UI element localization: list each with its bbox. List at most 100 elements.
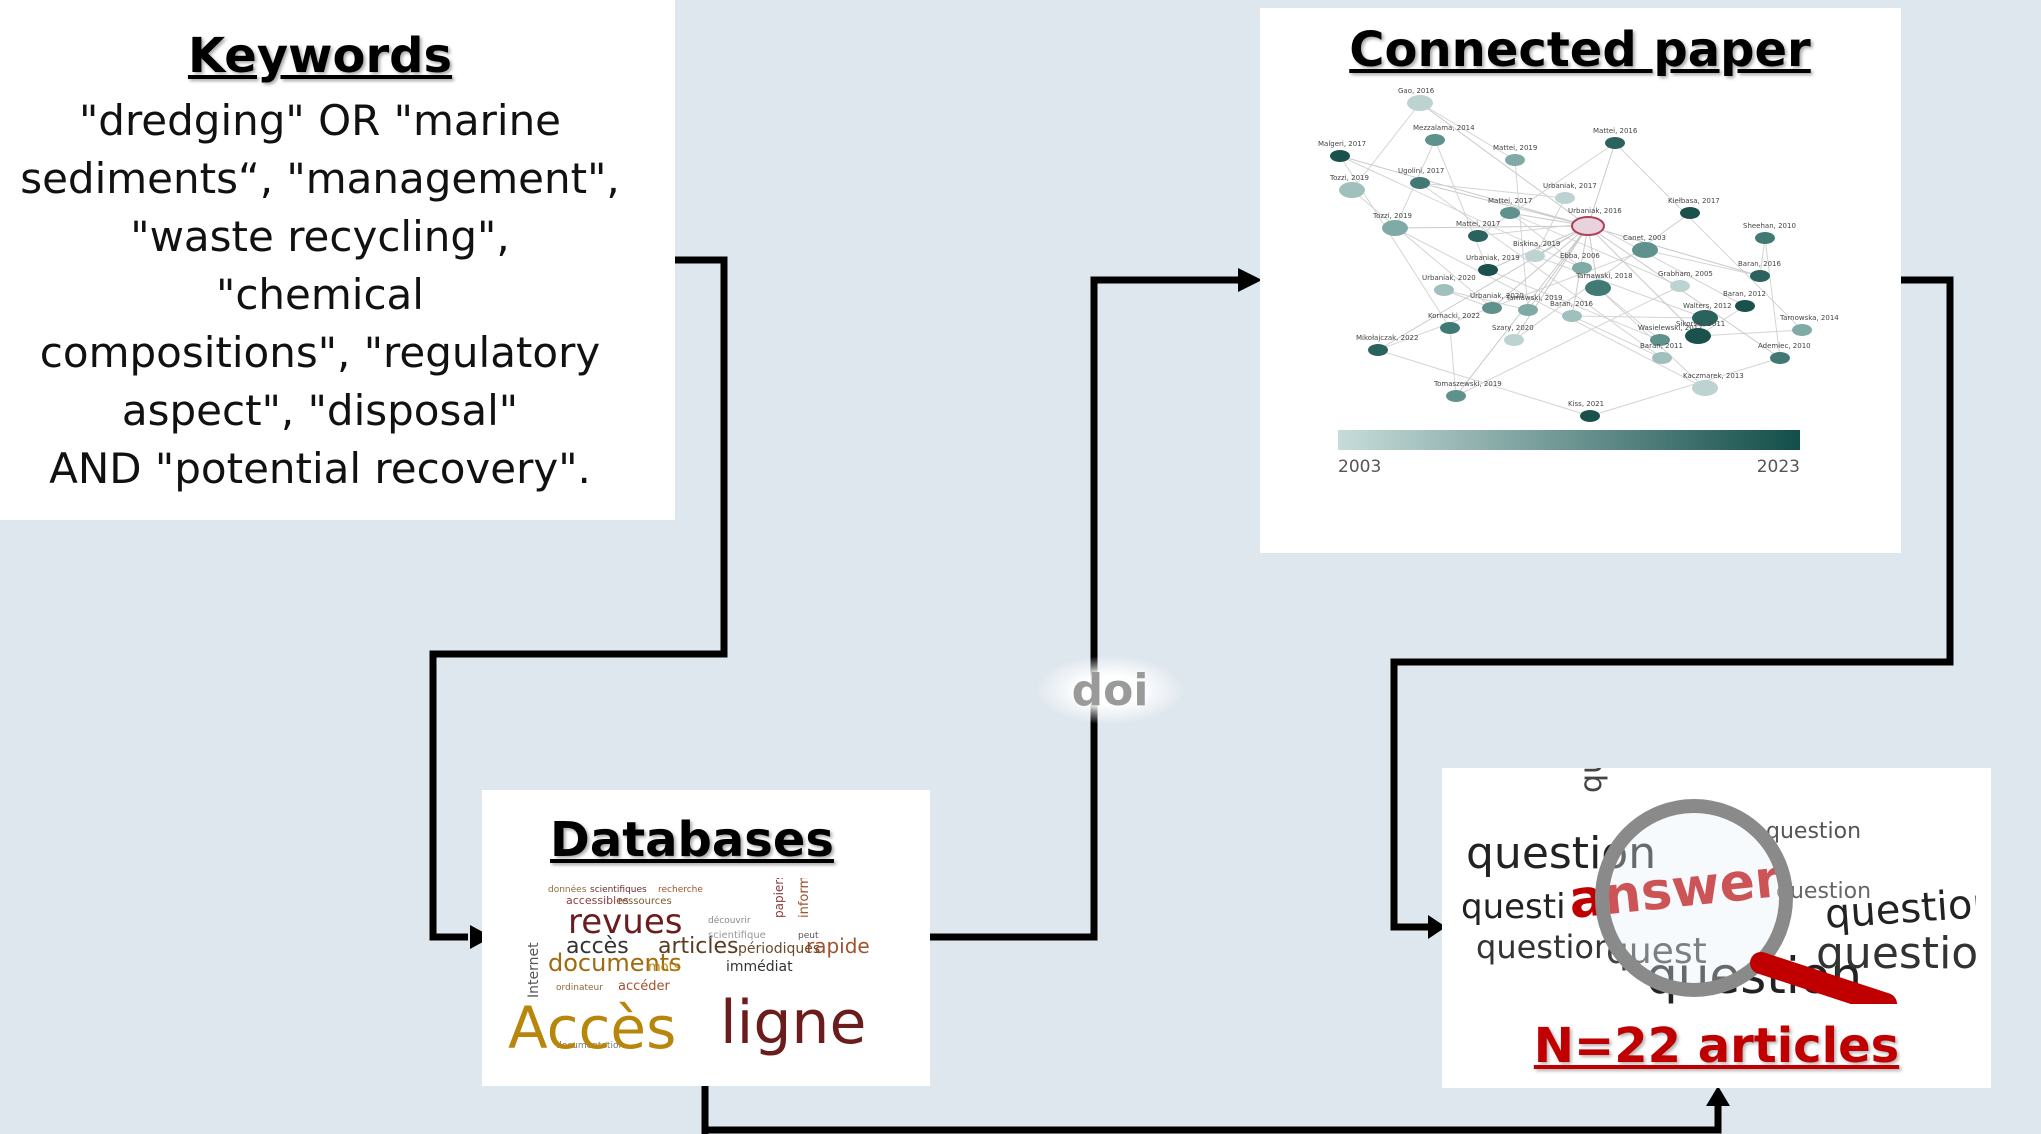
network-edge: [1527, 225, 1589, 311]
arrow-keywords-to-databases: [429, 256, 728, 941]
network-node-label: Mattei, 2017: [1456, 220, 1500, 228]
network-node-label: Tomaszewski, 2019: [1433, 380, 1502, 388]
word-cloud-word: peut: [798, 931, 819, 941]
network-node-label: Mattei, 2019: [1493, 144, 1537, 152]
network-edge: [1419, 102, 1589, 227]
network-node: [1750, 270, 1770, 282]
network-edge: [1419, 182, 1663, 359]
word-cloud-word: revues: [568, 902, 682, 942]
word-cloud-word: accès: [566, 934, 629, 959]
keywords-line: "dredging" OR "marine: [78, 96, 562, 145]
network-node: [1735, 300, 1755, 312]
network-edge: [1587, 142, 1616, 227]
keywords-line: "waste recycling", "chemical: [130, 212, 510, 319]
word-cloud-word: données: [548, 884, 587, 895]
year-scale-bar: [1338, 430, 1800, 450]
network-node-label: Grabham, 2005: [1658, 270, 1713, 278]
network-node-label: Canet, 2003: [1623, 234, 1666, 242]
answer-box: questionquestiquestiquestionquestionansw…: [1442, 768, 1991, 1088]
word-cloud-word: découvrir: [708, 915, 751, 926]
network-node: [1500, 207, 1520, 219]
network-node: [1680, 207, 1700, 219]
network-edge: [1487, 269, 1661, 341]
word-cloud-word: documents: [548, 949, 682, 977]
network-node: [1692, 380, 1718, 396]
network-node-label: Szary, 2020: [1492, 324, 1534, 332]
network-node: [1585, 280, 1611, 296]
network-node-label: Baran, 2012: [1723, 290, 1766, 298]
word-cloud-word: accéder: [618, 979, 671, 994]
network-node-label: Biskina, 2019: [1513, 240, 1560, 248]
network-edge: [1509, 212, 1583, 269]
word-cloud-word: documentation: [556, 1041, 624, 1051]
network-node-label: Wasielewski, 2017: [1638, 324, 1703, 332]
word-cloud-word: scientifique: [708, 930, 766, 941]
network-node: [1518, 304, 1538, 316]
network-node: [1632, 242, 1658, 258]
network-edge: [1513, 212, 1691, 341]
question-word: question: [1476, 928, 1614, 966]
word-cloud-word: Internet: [526, 942, 542, 998]
word-cloud-word: rapide: [806, 934, 870, 958]
network-edge: [1377, 349, 1591, 417]
network-node-label: Urbaniak, 2020: [1422, 274, 1476, 282]
network-edge: [1614, 142, 1803, 331]
network-edge: [1449, 327, 1457, 397]
network-edge: [1514, 159, 1529, 311]
network-edge: [1697, 329, 1803, 337]
network-edge: [1351, 189, 1493, 309]
network-edge: [1394, 227, 1706, 389]
network-node: [1504, 334, 1524, 346]
magnifier-lens: [1595, 799, 1793, 997]
network-node: [1572, 262, 1592, 274]
network-edge: [1339, 155, 1583, 269]
network-node: [1446, 390, 1466, 402]
network-node: [1440, 322, 1460, 334]
word-cloud-word: immédiat: [726, 959, 793, 975]
databases-title: Databases: [549, 812, 834, 868]
network-node-label: Kornacki, 2022: [1428, 312, 1480, 320]
network-edge: [1419, 102, 1516, 161]
network-node: [1605, 137, 1625, 149]
network-node-label: Urbaniak, 2017: [1543, 182, 1597, 190]
network-node: [1505, 154, 1525, 166]
network-node-label: Sheehan, 2010: [1743, 222, 1796, 230]
word-cloud-word: ressources: [618, 896, 672, 907]
network-node-label: Urbaniak, 2020: [1470, 292, 1524, 300]
network-node-label: Ademiec, 2010: [1758, 342, 1811, 350]
network-edge: [1419, 182, 1566, 199]
network-node: [1382, 220, 1408, 236]
network-node-label: Tarnowska, 2014: [1779, 314, 1839, 322]
network-edge: [1764, 237, 1781, 359]
network-node: [1330, 150, 1350, 162]
network-node: [1692, 310, 1718, 326]
network-node: [1525, 250, 1545, 262]
network-node-label: Kaczmarek, 2013: [1683, 372, 1744, 380]
network-node-label: Ugolini, 2017: [1398, 167, 1444, 175]
network-edge: [1534, 255, 1706, 319]
network-edge: [1513, 225, 1589, 341]
network-node-label: Mattei, 2016: [1593, 127, 1638, 135]
question-word: questi: [1574, 768, 1609, 793]
network-node: [1468, 230, 1488, 242]
network-node: [1478, 264, 1498, 276]
network-node-label: Mattei, 2017: [1488, 197, 1532, 205]
network-node-label: Kiełbasa, 2017: [1668, 197, 1720, 205]
network-edge: [1434, 139, 1489, 271]
word-cloud-word: périodiques: [738, 941, 820, 957]
network-node: [1407, 95, 1433, 111]
word-cloud-word: papiers: [772, 878, 786, 918]
word-cloud-word: information: [797, 878, 812, 918]
network-edge: [1534, 197, 1566, 257]
doi-logo: doi: [1030, 650, 1190, 730]
network-node-label: Urbaniak, 2019: [1466, 254, 1520, 262]
magnifier-handle: [1750, 952, 1897, 1004]
network-edge: [1644, 249, 1761, 277]
network-node-label: Kiss, 2021: [1568, 400, 1604, 408]
network-edge: [1477, 142, 1616, 237]
network-edge: [1487, 225, 1589, 271]
network-node-label: Sikorski, 2011: [1676, 320, 1725, 328]
